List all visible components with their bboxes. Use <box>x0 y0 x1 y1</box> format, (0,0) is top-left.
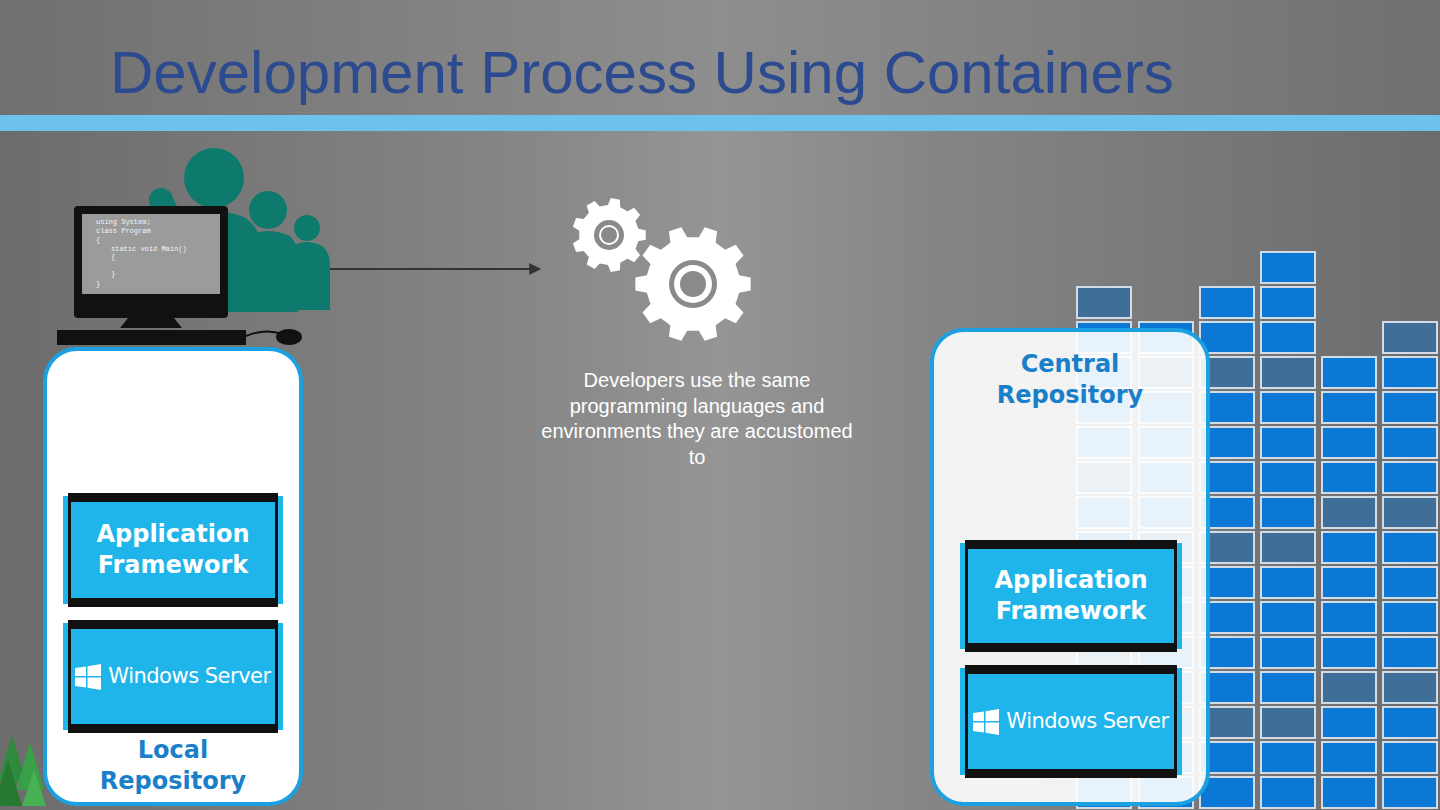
art-shape <box>669 260 717 308</box>
container-tile <box>1383 357 1437 388</box>
art-shape <box>249 191 287 229</box>
container-tile <box>1322 427 1376 458</box>
art-shape <box>635 227 750 341</box>
repository-panel: Application FrameworkWindows ServerLocal… <box>43 347 303 806</box>
windows-logo <box>973 709 999 735</box>
framework-layer: Application Framework <box>68 493 278 607</box>
container-tile <box>1383 497 1437 528</box>
container-tile <box>1322 602 1376 633</box>
container-tile <box>1322 672 1376 703</box>
container-tile <box>1261 777 1315 808</box>
container-tile <box>1383 637 1437 668</box>
container-tile <box>1383 322 1437 353</box>
container-tile <box>1261 427 1315 458</box>
container-tile <box>1322 637 1376 668</box>
flow-arrow <box>330 268 540 270</box>
code-line: } <box>111 270 115 278</box>
container-tile <box>1322 462 1376 493</box>
art-shape <box>57 330 246 345</box>
layer-name: Application Framework <box>71 519 275 581</box>
art-shape <box>601 227 617 243</box>
layer-name: Windows Server <box>1006 706 1168 737</box>
container-tile <box>1200 287 1254 318</box>
container-tile <box>1261 287 1315 318</box>
container-tile <box>1077 287 1131 318</box>
art-shape <box>674 265 712 303</box>
container-tile <box>1383 707 1437 738</box>
art-shape <box>680 271 706 297</box>
code-line: { <box>111 253 115 261</box>
container-tile <box>1261 567 1315 598</box>
container-tile <box>1383 532 1437 563</box>
container-tile <box>1261 532 1315 563</box>
container-tile <box>1383 742 1437 773</box>
os-layer: Windows Server <box>68 620 278 733</box>
art-shape <box>573 198 646 272</box>
container-tile <box>1261 672 1315 703</box>
container-tile <box>1383 427 1437 458</box>
art-shape <box>120 318 182 328</box>
repository-panel: Application FrameworkWindows Server Centr… <box>930 328 1210 806</box>
container-tile <box>1261 357 1315 388</box>
container-tile <box>1322 532 1376 563</box>
title-band <box>0 0 1440 115</box>
container-tile <box>1322 497 1376 528</box>
accent-bar <box>0 115 1440 131</box>
container-tile <box>1261 637 1315 668</box>
code-line: using System; <box>96 218 151 226</box>
container-tile <box>1383 602 1437 633</box>
container-tile <box>1322 357 1376 388</box>
os-layer: Windows Server <box>965 665 1177 778</box>
container-tile <box>1261 462 1315 493</box>
repository-name: Central Repository <box>934 349 1206 411</box>
gear <box>573 198 646 272</box>
framework-layer: Application Framework <box>965 540 1177 652</box>
trees-icon <box>0 735 46 806</box>
gears-icon <box>573 198 751 341</box>
code-line: } <box>96 280 100 288</box>
container-tile <box>1261 252 1315 283</box>
container-tile <box>1322 707 1376 738</box>
code-line: { <box>96 236 100 244</box>
container-tile <box>1261 602 1315 633</box>
container-tile <box>1383 672 1437 703</box>
container-tile <box>1322 392 1376 423</box>
slide-title: Development Process Using Containers <box>110 38 1174 108</box>
layer-name: Windows Server <box>108 661 270 692</box>
container-tile <box>1383 567 1437 598</box>
container-tile <box>1383 777 1437 808</box>
art-shape <box>594 220 624 250</box>
art-shape <box>599 225 619 245</box>
art-shape <box>294 215 320 241</box>
container-tile <box>1322 567 1376 598</box>
computer-icon <box>57 206 302 345</box>
repository-name: Local Repository <box>47 735 299 797</box>
art-shape <box>276 329 302 345</box>
container-tile <box>1261 497 1315 528</box>
art-shape <box>82 214 220 294</box>
container-tile <box>1261 322 1315 353</box>
container-tile <box>1322 777 1376 808</box>
code-line: static void Main() <box>111 245 187 253</box>
container-tile <box>1322 742 1376 773</box>
container-tile <box>1261 742 1315 773</box>
layer-name: Application Framework <box>968 565 1174 627</box>
container-tile <box>1261 707 1315 738</box>
caption-note: Developers use the same programming lang… <box>540 368 854 470</box>
container-tile <box>1200 322 1254 353</box>
container-tile <box>1383 392 1437 423</box>
gear <box>635 227 750 341</box>
art-shape <box>184 148 244 208</box>
code-line: class Program <box>96 227 151 235</box>
windows-logo <box>75 664 101 690</box>
art-shape <box>0 760 22 806</box>
container-tile <box>1383 462 1437 493</box>
container-tile <box>1261 392 1315 423</box>
art-shape <box>74 206 228 318</box>
